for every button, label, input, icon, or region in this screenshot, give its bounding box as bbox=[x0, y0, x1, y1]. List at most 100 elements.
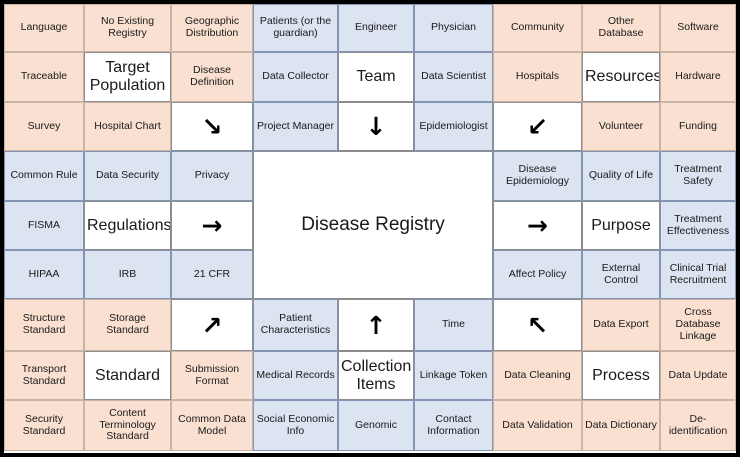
cell-label: Collection Items bbox=[341, 357, 412, 393]
cell-r6-c1: HIPAA bbox=[4, 250, 84, 299]
center-node-disease-registry: Disease Registry bbox=[253, 151, 493, 299]
cell-r8-c1: Transport Standard bbox=[4, 351, 84, 400]
cell-label: Disease Definition bbox=[190, 64, 234, 88]
cell-label: FISMA bbox=[27, 218, 61, 231]
cell-label: Software bbox=[677, 21, 719, 34]
cell-r9-c4: Social Economic Info bbox=[253, 400, 338, 451]
cell-label: Hardware bbox=[675, 70, 721, 83]
cell-label: Common Rule bbox=[10, 169, 78, 182]
cell-r4-c8: Quality of Life bbox=[582, 151, 660, 201]
cell-r2-c7: Hospitals bbox=[493, 52, 582, 102]
cell-r1-c7: Community bbox=[493, 4, 582, 52]
cell-label: Time bbox=[442, 318, 465, 331]
cell-r9-c3: Common Data Model bbox=[171, 400, 253, 451]
cell-label: Cross Database Linkage bbox=[675, 306, 721, 342]
cell-label: Funding bbox=[679, 119, 717, 132]
cell-r6-c7: Affect Policy bbox=[493, 250, 582, 299]
cell-label: Team bbox=[356, 68, 396, 86]
cell-label: Data Export bbox=[593, 318, 649, 331]
cell-arrow-up-right-icon: ↗ bbox=[171, 299, 253, 351]
cell-label: Hospital Chart bbox=[94, 119, 161, 132]
cell-label: Language bbox=[20, 21, 68, 34]
cell-label: Standard bbox=[95, 366, 160, 384]
cell-r4-c3: Privacy bbox=[171, 151, 253, 201]
cell-r4-c2: Data Security bbox=[84, 151, 171, 201]
cell-r8-c7: Data Cleaning bbox=[493, 351, 582, 400]
cell-r3-c8: Volunteer bbox=[582, 102, 660, 151]
cell-label: 21 CFR bbox=[193, 267, 231, 280]
cell-r1-c2: No Existing Registry bbox=[84, 4, 171, 52]
cell-label: Data Dictionary bbox=[585, 418, 657, 431]
cell-label: Submission Format bbox=[184, 362, 240, 387]
cell-label: Clinical Trial Recruitment bbox=[669, 261, 727, 286]
cell-arrow-right-icon: → bbox=[493, 201, 582, 250]
cell-r9-c8: Data Dictionary bbox=[582, 400, 660, 451]
cell-r7-c9: Cross Database Linkage bbox=[660, 299, 736, 351]
cell-label: Genomic bbox=[354, 418, 397, 431]
cell-label: Storage Standard bbox=[106, 312, 149, 336]
cell-label: Epidemiologist bbox=[419, 119, 488, 132]
cell-label: Security Standard bbox=[22, 412, 66, 437]
cell-r7-c8: Data Export bbox=[582, 299, 660, 351]
cell-r1-c3: Geographic Distribution bbox=[171, 4, 253, 52]
arrow-right-icon: → bbox=[201, 211, 223, 240]
cell-r7-c6: Time bbox=[414, 299, 493, 351]
cell-r6-c8: External Control bbox=[582, 250, 660, 299]
cell-r9-c2: Content Terminology Standard bbox=[84, 400, 171, 451]
cell-label: Structure Standard bbox=[22, 312, 66, 336]
cell-label: Patients (or the guardian) bbox=[259, 15, 332, 39]
cell-r2-c2: Target Population bbox=[84, 52, 171, 102]
cell-r5-c8: Purpose bbox=[582, 201, 660, 250]
cell-label: Target Population bbox=[89, 59, 166, 94]
cell-label: Data Collector bbox=[262, 70, 329, 83]
cell-r1-c8: Other Database bbox=[582, 4, 660, 52]
cell-label: External Control bbox=[601, 261, 641, 286]
cell-label: Process bbox=[592, 366, 650, 384]
arrow-up-left-icon: ↖ bbox=[527, 310, 548, 340]
arrow-right-icon: → bbox=[527, 211, 548, 240]
cell-label: Treatment Effectiveness bbox=[666, 212, 730, 237]
cell-r2-c6: Data Scientist bbox=[414, 52, 493, 102]
cell-label: IRB bbox=[118, 267, 137, 280]
cell-r8-c6: Linkage Token bbox=[414, 351, 493, 400]
cell-r7-c4: Patient Characteristics bbox=[253, 299, 338, 351]
cell-label: Engineer bbox=[354, 21, 398, 34]
cell-label: Physician bbox=[431, 21, 476, 34]
cell-r7-c2: Storage Standard bbox=[84, 299, 171, 351]
cell-r8-c8: Process bbox=[582, 351, 660, 400]
cell-r3-c9: Funding bbox=[660, 102, 736, 151]
cell-r3-c2: Hospital Chart bbox=[84, 102, 171, 151]
cell-label: HIPAA bbox=[28, 267, 60, 280]
cell-r2-c3: Disease Definition bbox=[171, 52, 253, 102]
cell-r2-c1: Traceable bbox=[4, 52, 84, 102]
cell-r9-c6: Contact Information bbox=[414, 400, 493, 451]
cell-r3-c1: Survey bbox=[4, 102, 84, 151]
cell-label: Treatment Safety bbox=[674, 163, 722, 187]
cell-arrow-down-icon: ↓ bbox=[338, 102, 414, 151]
cell-label: Hospitals bbox=[515, 70, 560, 83]
cell-label: Project Manager bbox=[256, 119, 335, 132]
arrow-down-icon: ↓ bbox=[365, 112, 387, 141]
cell-r8-c2: Standard bbox=[84, 351, 171, 400]
cell-label: No Existing Registry bbox=[100, 15, 155, 39]
diagram-grid: Disease Registry Language No Existing Regi… bbox=[4, 4, 736, 453]
cell-r6-c2: IRB bbox=[84, 250, 171, 299]
cell-label: Quality of Life bbox=[588, 169, 654, 182]
cell-arrow-right-icon: → bbox=[171, 201, 253, 250]
cell-label: Patient Characteristics bbox=[260, 312, 331, 336]
cell-label: Survey bbox=[27, 119, 61, 132]
cell-r7-c1: Structure Standard bbox=[4, 299, 84, 351]
cell-arrow-down-left-icon: ↙ bbox=[493, 102, 582, 151]
cell-label: Contact Information bbox=[427, 412, 480, 437]
cell-label: Regulations bbox=[87, 216, 171, 234]
cell-r9-c7: Data Validation bbox=[493, 400, 582, 451]
cell-label: Data Cleaning bbox=[504, 368, 571, 381]
cell-r2-c4: Data Collector bbox=[253, 52, 338, 102]
cell-r9-c1: Security Standard bbox=[4, 400, 84, 451]
cell-r1-c5: Engineer bbox=[338, 4, 414, 52]
cell-label: Transport Standard bbox=[21, 362, 67, 387]
cell-label: Medical Records bbox=[256, 368, 335, 381]
cell-r3-c6: Epidemiologist bbox=[414, 102, 493, 151]
cell-label: Purpose bbox=[591, 216, 651, 234]
